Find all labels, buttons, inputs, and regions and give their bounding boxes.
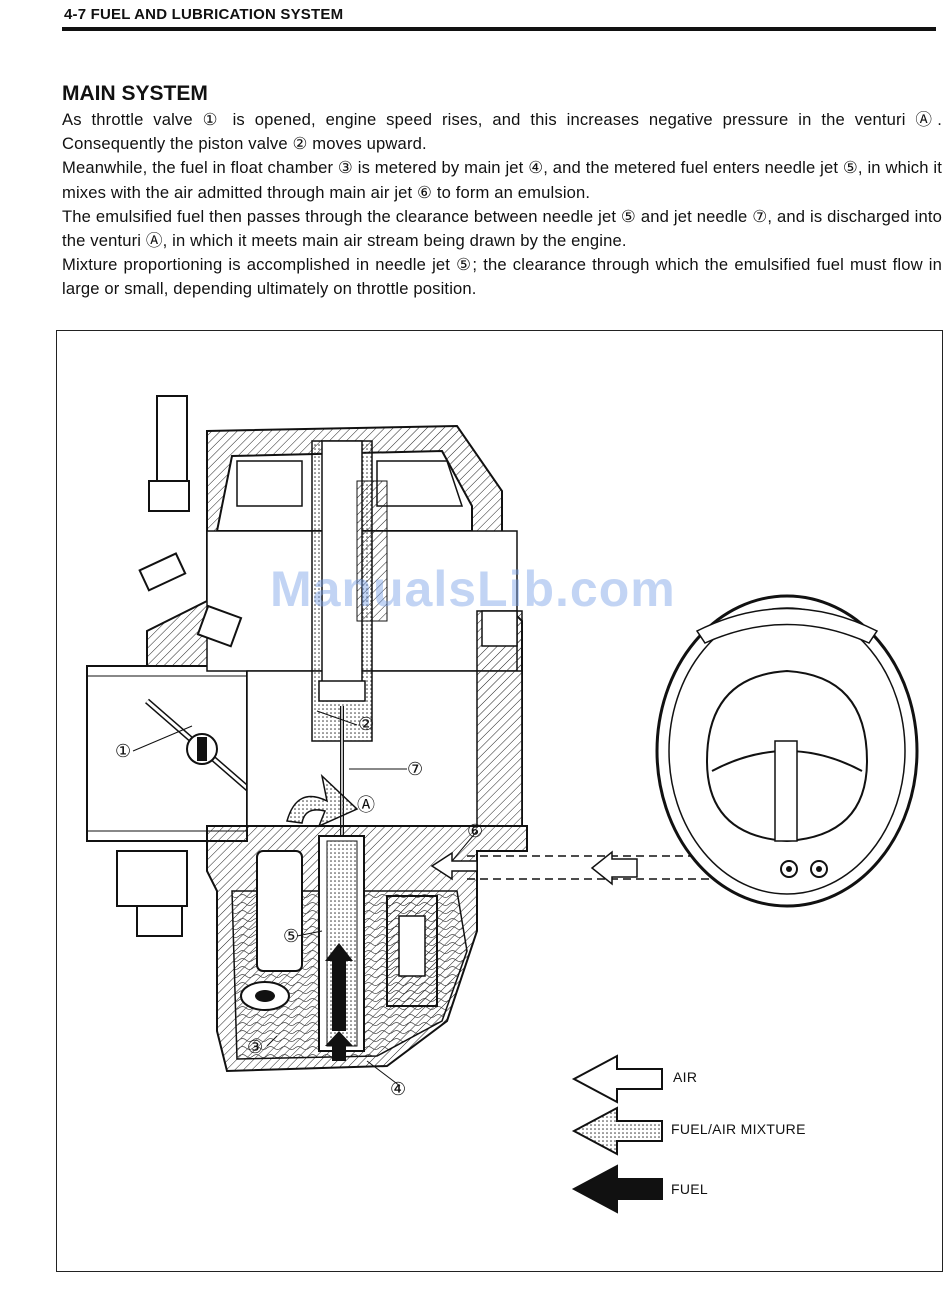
callout-6: ⑥ bbox=[467, 821, 484, 841]
throttle-valve bbox=[145, 698, 264, 804]
legend-arrows bbox=[571, 1054, 663, 1214]
section-title: MAIN SYSTEM bbox=[62, 82, 208, 105]
leader-lines bbox=[132, 710, 478, 1087]
fuel-arrow-icon bbox=[571, 1164, 663, 1214]
callout-a: Ⓐ bbox=[357, 795, 376, 815]
paragraph-3: The emulsified fuel then passes through … bbox=[62, 206, 942, 251]
paragraph-4: Mixture proportioning is accomplished in… bbox=[62, 255, 942, 299]
watermark: ManualsLib.com bbox=[270, 561, 676, 617]
callout-1: ① bbox=[115, 741, 132, 761]
paragraph-1: As throttle valve ① is opened, engine sp… bbox=[62, 110, 942, 154]
callout-5: ⑤ bbox=[283, 926, 300, 946]
section-body: As throttle valve ① is opened, engine sp… bbox=[62, 108, 942, 302]
inlet-bore bbox=[86, 665, 248, 842]
page-header: 4-7 FUEL AND LUBRICATION SYSTEM bbox=[64, 6, 344, 23]
header-rule bbox=[62, 27, 936, 31]
callout-3: ③ bbox=[247, 1037, 264, 1057]
flow-arrows bbox=[286, 773, 478, 1061]
paragraph-2: Meanwhile, the fuel in float chamber ③ i… bbox=[62, 158, 942, 202]
mixture-arrow-icon bbox=[571, 1106, 663, 1156]
float-chamber bbox=[116, 825, 528, 1073]
carburetor-drawing bbox=[86, 395, 919, 1214]
legend-mixture-label: FUEL/AIR MIXTURE bbox=[671, 1121, 806, 1137]
intake-end-view bbox=[655, 594, 919, 908]
callout-7: ⑦ bbox=[407, 759, 424, 779]
carburetor-diagram: ① ② ③ ④ ⑤ ⑥ ⑦ Ⓐ AIR FUEL/AIR MIXTURE FUE… bbox=[56, 330, 943, 1272]
legend-fuel-label: FUEL bbox=[671, 1181, 708, 1197]
legend-air-label: AIR bbox=[673, 1069, 698, 1085]
piston-valve bbox=[311, 440, 388, 742]
air-arrow-icon bbox=[571, 1054, 663, 1104]
callout-4: ④ bbox=[390, 1079, 407, 1099]
carburetor-body bbox=[138, 395, 523, 827]
callout-2: ② bbox=[358, 714, 375, 734]
air-passage bbox=[467, 850, 777, 886]
